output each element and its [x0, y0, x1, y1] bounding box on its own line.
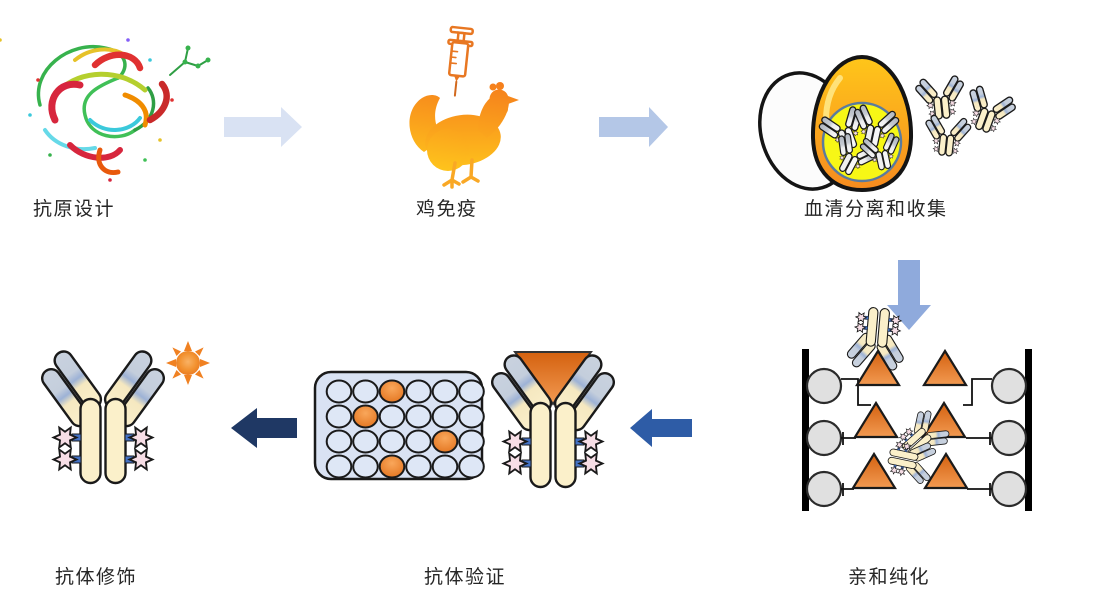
- flow-arrow-left-2: [231, 408, 297, 448]
- syringe-icon: [447, 25, 474, 97]
- label-antibody-modification: 抗体修饰: [55, 567, 138, 588]
- flow-arrow-down: [887, 260, 931, 330]
- collected-antibodies-icon: [913, 74, 1021, 158]
- bound-antibodies-icon: [843, 305, 956, 488]
- label-serum-collection: 血清分离和收集: [804, 199, 948, 220]
- fluorophore-sun-icon: [166, 341, 210, 385]
- antibody-binding-antigen-icon: [485, 352, 622, 487]
- chicken-icon: [409, 82, 519, 189]
- protein-structure-icon: [0, 38, 211, 182]
- label-affinity-purification: 亲和纯化: [848, 567, 931, 588]
- label-antibody-validation: 抗体验证: [424, 567, 507, 588]
- microplate-icon: [313, 370, 485, 481]
- flow-arrow-right-2: [599, 107, 668, 147]
- antibody-fluorophore-icon: [35, 341, 210, 483]
- microplate-antibody-antigen-icon: [313, 352, 622, 487]
- affinity-column-icon: [802, 305, 1032, 511]
- chicken-with-syringe-icon: [409, 25, 519, 189]
- label-chicken-immunization: 鸡免疫: [416, 199, 478, 220]
- label-antigen-design: 抗原设计: [33, 199, 116, 220]
- egg-yolk-antibodies-icon: [758, 54, 1021, 193]
- flow-arrow-left-1: [630, 409, 692, 447]
- flow-arrow-right-1: [224, 107, 302, 147]
